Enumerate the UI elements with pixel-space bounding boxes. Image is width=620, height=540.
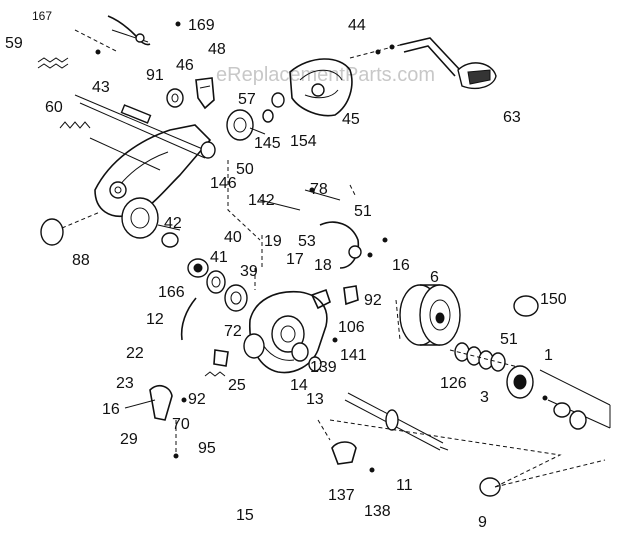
label-60: 60 <box>45 99 63 116</box>
label-63: 63 <box>503 109 521 126</box>
label-146: 146 <box>210 175 237 192</box>
part-9-washer <box>479 459 606 497</box>
part-154-ring <box>262 92 285 123</box>
label-51a: 51 <box>354 203 372 220</box>
label-43: 43 <box>92 79 110 96</box>
label-17: 17 <box>286 251 304 268</box>
label-53: 53 <box>298 233 316 250</box>
label-139: 139 <box>310 359 337 376</box>
part-63-handle <box>349 37 497 90</box>
label-48: 48 <box>208 41 226 58</box>
label-40: 40 <box>224 229 242 246</box>
label-19: 19 <box>264 233 282 250</box>
label-16a: 16 <box>392 257 410 274</box>
label-138: 138 <box>364 503 391 520</box>
label-44: 44 <box>348 17 366 34</box>
part-137-clip <box>331 441 375 473</box>
part-45-cover <box>289 58 353 117</box>
label-57: 57 <box>238 91 256 108</box>
label-50: 50 <box>236 161 254 178</box>
label-9: 9 <box>478 514 487 531</box>
label-150: 150 <box>540 291 567 308</box>
label-16b: 16 <box>102 401 120 418</box>
part-15-side-plate <box>243 290 328 374</box>
label-15: 15 <box>236 507 254 524</box>
label-23: 23 <box>116 375 134 392</box>
part-91-washer <box>166 88 184 108</box>
label-1: 1 <box>544 347 553 364</box>
label-142: 142 <box>248 192 275 209</box>
part-labels: 167 169 59 44 48 91 46 43 60 57 45 63 15… <box>5 9 567 531</box>
label-166: 166 <box>158 284 185 301</box>
part-70-spring <box>181 349 229 403</box>
part-60-spring <box>59 121 91 129</box>
label-59: 59 <box>5 35 23 52</box>
reel-body <box>74 94 212 217</box>
part-167-bail <box>74 15 181 55</box>
part-126-washers <box>449 342 531 372</box>
watermark-text: eReplacementParts.com <box>216 64 435 86</box>
label-70: 70 <box>172 416 190 433</box>
part-1-drag-knob <box>506 365 611 430</box>
part-23-bracket <box>124 384 179 459</box>
part-166-spring <box>180 284 248 341</box>
label-167: 167 <box>32 9 52 23</box>
label-126: 126 <box>440 375 467 392</box>
label-46: 46 <box>176 57 194 74</box>
label-91: 91 <box>146 67 164 84</box>
label-25: 25 <box>228 377 246 394</box>
label-22: 22 <box>126 345 144 362</box>
label-29: 29 <box>120 431 138 448</box>
part-17-lever <box>310 237 388 310</box>
label-11: 11 <box>396 477 413 494</box>
label-95: 95 <box>198 440 216 457</box>
label-106: 106 <box>338 319 365 336</box>
label-6: 6 <box>430 269 439 286</box>
part-53-arm <box>304 187 362 269</box>
label-92a: 92 <box>364 292 382 309</box>
label-41: 41 <box>210 249 228 266</box>
label-12: 12 <box>146 311 164 328</box>
part-46-clip <box>195 77 215 110</box>
part-57-gear <box>200 109 266 159</box>
label-92b: 92 <box>188 391 206 408</box>
label-13: 13 <box>306 391 324 408</box>
label-154: 154 <box>290 133 317 150</box>
part-41-gear <box>161 232 226 294</box>
label-78: 78 <box>310 181 328 198</box>
part-13-gear <box>291 337 338 372</box>
label-45: 45 <box>342 111 360 128</box>
label-72: 72 <box>224 323 242 340</box>
part-150-disc <box>513 295 539 317</box>
part-88-knob <box>40 211 101 246</box>
part-59-spring <box>37 57 69 69</box>
label-51b: 51 <box>500 331 518 348</box>
label-42: 42 <box>164 215 182 232</box>
part-6-spool <box>399 284 461 346</box>
label-137: 137 <box>328 487 355 504</box>
label-3: 3 <box>480 389 489 406</box>
label-169: 169 <box>188 17 215 34</box>
label-145: 145 <box>254 135 281 152</box>
part-42-ring <box>121 197 181 239</box>
label-88: 88 <box>72 252 90 269</box>
label-14: 14 <box>290 377 308 394</box>
label-18: 18 <box>314 257 332 274</box>
leader-lines <box>227 160 562 488</box>
part-11-shaft <box>344 392 449 451</box>
label-39: 39 <box>240 263 258 280</box>
label-141: 141 <box>340 347 367 364</box>
